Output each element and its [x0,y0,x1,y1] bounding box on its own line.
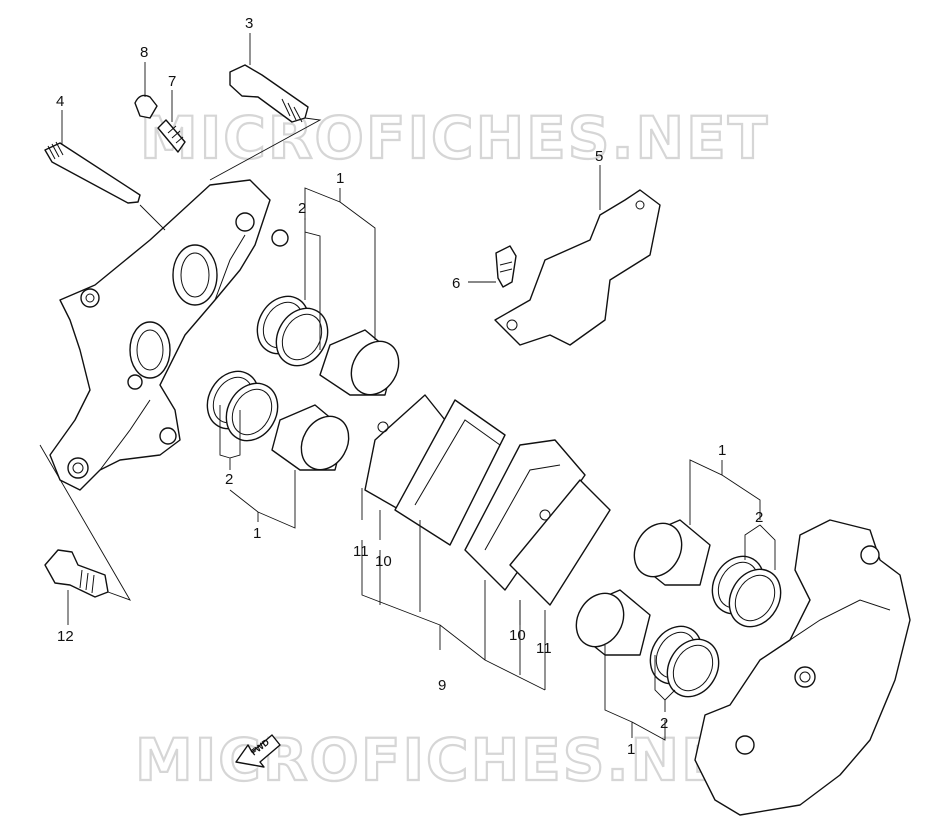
caliper-body-left [49,179,271,491]
callout-12: 12 [57,628,74,645]
bracket-screw [495,245,517,288]
callout-10-a: 10 [375,553,392,570]
brake-pad-right [464,439,586,591]
callout-1-bottom: 1 [627,741,635,758]
pad-bracket [494,189,661,346]
watermark-bottom: MICROFICHES.NET [135,726,764,794]
callout-4: 4 [56,93,64,110]
piston-seals-left-upper [256,295,329,367]
pad-shim-right [509,479,611,606]
callout-8: 8 [140,44,148,61]
slide-pin [44,141,166,231]
callout-3: 3 [245,15,253,32]
callout-10-b: 10 [509,627,526,644]
callout-5: 5 [595,148,603,165]
callout-2-right: 2 [755,509,763,526]
callout-11-a: 11 [353,543,369,560]
brake-pad-left [394,399,506,546]
callout-2-bottom: 2 [660,715,668,732]
callout-1-top: 1 [336,170,344,187]
watermark-top: MICROFICHES.NET [140,104,769,172]
piston-seals-left-lower [206,370,279,442]
piston-right-lower [575,589,651,656]
callout-2-top: 2 [298,200,306,217]
leader-lines [61,33,776,741]
callout-1-left: 1 [253,525,261,542]
callout-7: 7 [168,73,176,90]
piston-right-upper [633,519,711,586]
callout-6: 6 [452,275,460,292]
piston-seals-right-upper [711,555,782,628]
caliper-bolt [39,444,132,601]
caliper-body-right [694,519,911,816]
mounting-bolt [209,64,322,181]
callout-9: 9 [438,677,446,694]
washer [271,229,289,247]
piston-seals-right-lower [649,625,720,698]
piston-left-upper [319,329,400,396]
callout-11-b: 11 [536,640,552,657]
piston-left-lower [271,404,350,471]
callout-2-left: 2 [225,471,233,488]
bleeder-valve [157,119,186,153]
callout-1-right: 1 [718,442,726,459]
callout-labels: 1 2 3 4 5 6 7 8 2 1 11 10 9 10 11 12 1 2… [56,15,763,758]
